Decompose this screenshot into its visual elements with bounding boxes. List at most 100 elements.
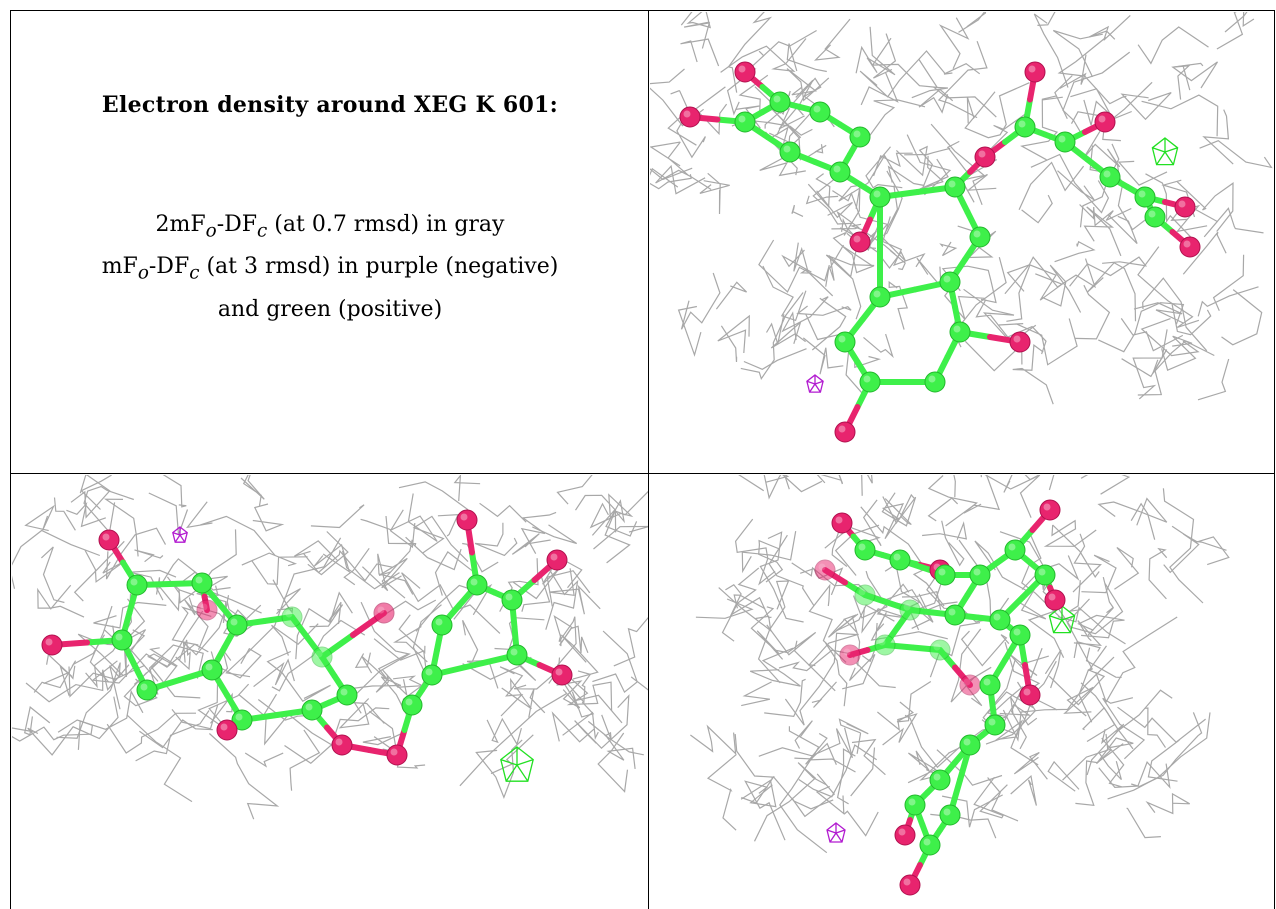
density-mesh-segment [109, 665, 121, 710]
density-mesh-segment [1037, 12, 1056, 26]
atom-highlight [130, 578, 138, 586]
density-mesh-segment [707, 172, 721, 215]
density-mesh-segment [855, 26, 896, 76]
density-mesh-segment [1004, 256, 1096, 295]
density-mesh-segment [909, 582, 942, 631]
density-mesh-segment [757, 580, 790, 684]
density-mesh-segment [601, 714, 644, 756]
density-mesh-segment [1077, 614, 1125, 639]
density-mesh-segment [953, 475, 956, 498]
density-mesh-segment [507, 628, 537, 681]
density-mesh-segment [974, 540, 1031, 594]
atom-highlight [738, 115, 746, 123]
atom-highlight [1148, 210, 1156, 218]
atom-highlight [1043, 503, 1051, 511]
atom-highlight [1048, 593, 1056, 601]
oxygen-atom [1094, 111, 1116, 133]
carbon-atom [969, 564, 991, 586]
density-mesh-segment [613, 617, 648, 667]
carbon-atom [431, 614, 453, 636]
density-mesh-segment [402, 604, 442, 701]
positive-density-blob [1151, 137, 1179, 166]
density-mesh-segment [1144, 707, 1166, 748]
atom-highlight [340, 688, 348, 696]
density-mesh-segment [994, 701, 1039, 766]
density-mesh-segment [966, 91, 996, 124]
atom-highlight [783, 145, 791, 153]
oxygen-atom [894, 824, 916, 846]
density-mesh-segment [1010, 696, 1038, 726]
density-mesh-segment [677, 305, 702, 357]
density-mesh-segment [825, 642, 848, 707]
density-mesh-segment [834, 524, 880, 576]
density-mesh-segment [73, 540, 125, 602]
carbon-atom [969, 226, 991, 248]
carbon-atom [1014, 116, 1036, 138]
density-mesh-segment [208, 733, 280, 820]
atom-highlight [510, 648, 518, 656]
density-mesh-segment [310, 504, 365, 529]
oxygen-atom [551, 664, 573, 686]
carbon-atom [874, 634, 896, 656]
density-mesh-segment [378, 557, 408, 589]
density-mesh-segment [765, 475, 823, 493]
density-mesh-segment [25, 664, 130, 703]
density-mesh-segment [1117, 706, 1206, 744]
atom-highlight [1013, 335, 1021, 343]
density-mesh-segment [798, 744, 878, 798]
atom-highlight [835, 516, 843, 524]
legend-body: 2mFo-DFc (at 0.7 rmsd) in gray mFo-DFc (… [12, 207, 648, 328]
density-mesh-segment [849, 223, 896, 255]
density-mesh-segment [828, 614, 858, 638]
density-mesh-segment [1098, 752, 1122, 781]
density-mesh-segment [836, 748, 856, 805]
density-mesh-segment [1006, 264, 1031, 322]
density-mesh-segment [1216, 12, 1255, 50]
density-mesh-segment [927, 497, 959, 522]
density-mesh-segment [385, 515, 417, 546]
density-mesh-segment [185, 501, 276, 557]
density-mesh-segment [887, 165, 925, 187]
atom-highlight [948, 180, 956, 188]
density-mesh-segment [1069, 580, 1082, 612]
density-view-bottom-right [650, 475, 1274, 907]
density-mesh-segment [148, 644, 204, 695]
density-mesh-segment [916, 257, 942, 289]
atom-highlight [505, 593, 513, 601]
carbon-atom [111, 629, 133, 651]
molecule-render-top-right [650, 12, 1273, 443]
density-mesh-segment [389, 509, 416, 549]
density-mesh-2fofc [12, 475, 648, 820]
density-mesh-segment [721, 567, 760, 642]
ligand-model [814, 499, 1066, 896]
density-mesh-segment [927, 475, 982, 514]
density-mesh-segment [563, 670, 592, 704]
atom-highlight [195, 576, 203, 584]
atom-highlight [893, 553, 901, 561]
density-mesh-segment [888, 280, 909, 330]
density-mesh-segment [93, 601, 167, 629]
density-mesh-segment [811, 681, 837, 708]
density-mesh-segment [805, 195, 839, 205]
density-mesh-segment [307, 531, 349, 576]
oxygen-atom [98, 529, 120, 551]
density-mesh-segment [453, 475, 481, 502]
density-mesh-segment [1062, 51, 1131, 137]
carbon-atom [1054, 131, 1076, 153]
carbon-atom [854, 539, 876, 561]
density-mesh-segment [960, 630, 1010, 667]
density-mesh-segment [922, 521, 968, 540]
molecule-render-bottom-left [12, 475, 648, 820]
atom-highlight [923, 838, 931, 846]
density-mesh-segment [1110, 81, 1153, 121]
density-mesh-segment [405, 536, 462, 571]
density-mesh-segment [1197, 286, 1259, 317]
density-mesh-segment [759, 531, 804, 623]
density-mesh-segment [680, 38, 720, 67]
density-mesh-segment [906, 134, 952, 196]
density-mesh-segment [1182, 231, 1227, 275]
density-mesh-segment [860, 99, 926, 145]
density-mesh-segment [784, 632, 858, 726]
density-mesh-segment [574, 694, 630, 750]
atom-highlight [903, 878, 911, 886]
